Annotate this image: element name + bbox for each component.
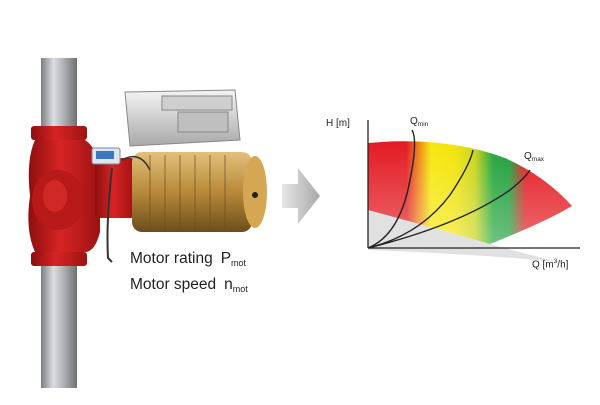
qmin-label: Qmin bbox=[410, 116, 429, 128]
motor-rating-label: Motor rating bbox=[130, 250, 213, 267]
pump-curve-chart bbox=[367, 120, 580, 262]
motor-speed-symbol: nmot bbox=[224, 276, 248, 294]
system-curve-qmin bbox=[367, 129, 416, 249]
zone-grey bbox=[368, 210, 560, 262]
arrow-right-icon bbox=[282, 168, 320, 224]
pump-illustration bbox=[28, 58, 267, 388]
pump-bracket bbox=[95, 158, 135, 218]
lower-flange bbox=[31, 252, 87, 266]
motor-rating-symbol: Pmot bbox=[220, 250, 247, 268]
qmax-label: Qmax bbox=[524, 151, 545, 163]
cable bbox=[106, 167, 113, 263]
motor-speed-row: Motor speed nmot bbox=[130, 276, 248, 294]
upper-flange bbox=[31, 126, 87, 140]
motor-speed-label: Motor speed bbox=[130, 276, 217, 293]
x-axis-label: Q [m3/h] bbox=[532, 258, 569, 271]
system-curve-mid bbox=[367, 149, 474, 249]
motor-rating-row: Motor rating Pmot bbox=[130, 250, 246, 268]
system-curve-qmax bbox=[367, 169, 531, 249]
y-axis-label: H [m] bbox=[326, 118, 350, 129]
motor-body bbox=[132, 152, 252, 232]
